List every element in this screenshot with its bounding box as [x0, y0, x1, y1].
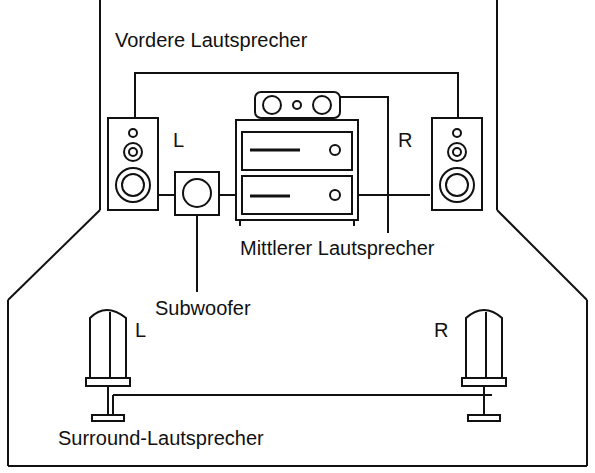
- channel-label: L: [173, 130, 184, 150]
- channel-label: R: [434, 320, 448, 340]
- part-label: Surround-Lautsprecher: [58, 428, 264, 448]
- heading-label: Vordere Lautsprecher: [115, 30, 307, 50]
- part-label: Subwoofer: [155, 298, 251, 318]
- part-label: Mittlerer Lautsprecher: [240, 238, 435, 258]
- channel-label: R: [398, 130, 412, 150]
- channel-label: L: [135, 320, 146, 340]
